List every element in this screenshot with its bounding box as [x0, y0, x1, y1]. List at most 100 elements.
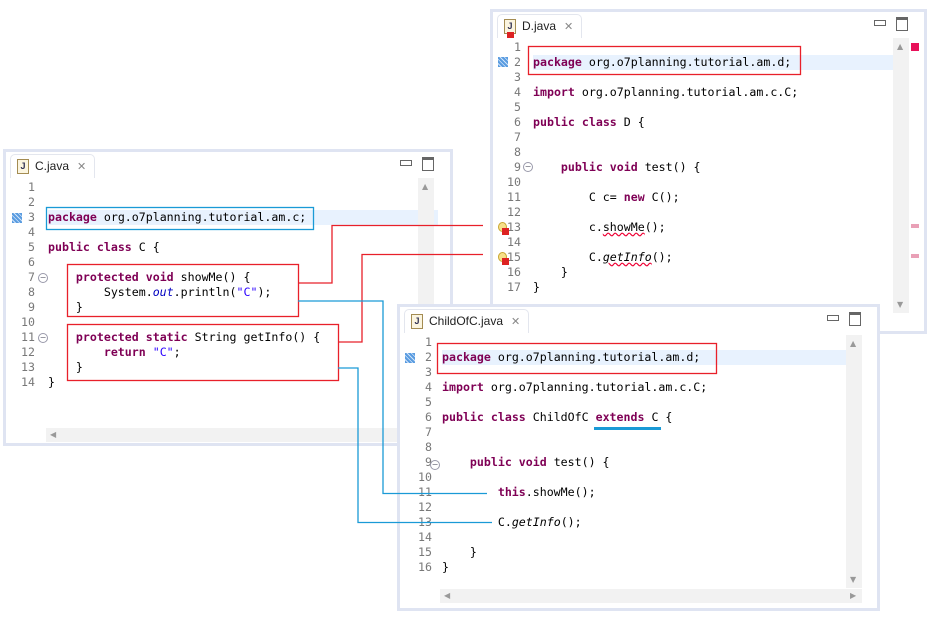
- code-line[interactable]: [533, 205, 893, 220]
- code-token: public: [469, 455, 512, 469]
- line-number: 2: [28, 195, 35, 209]
- code-line[interactable]: C.getInfo();: [533, 250, 893, 265]
- code-line[interactable]: [533, 100, 893, 115]
- code-line[interactable]: C.getInfo();: [442, 515, 846, 530]
- line-number: 8: [28, 285, 35, 299]
- error-quickfix-icon[interactable]: [498, 252, 510, 265]
- code-line[interactable]: public class ChildOfC extends C {: [442, 410, 846, 425]
- code-line[interactable]: }: [48, 375, 438, 390]
- code-line[interactable]: [533, 70, 893, 85]
- code-line[interactable]: this.showMe();: [442, 485, 846, 500]
- code-line[interactable]: [442, 440, 846, 455]
- code-line[interactable]: [533, 40, 893, 55]
- code-line[interactable]: [48, 225, 438, 240]
- code-line[interactable]: return "C";: [48, 345, 438, 360]
- code-line[interactable]: [442, 425, 846, 440]
- code-token: protected: [75, 330, 139, 344]
- code-line[interactable]: C c= new C();: [533, 190, 893, 205]
- fold-collapse-icon[interactable]: −: [38, 333, 48, 343]
- maximize-button[interactable]: [896, 17, 908, 31]
- code-token: [533, 160, 561, 174]
- fold-collapse-icon[interactable]: −: [38, 273, 48, 283]
- code-line[interactable]: [442, 500, 846, 515]
- horizontal-scrollbar[interactable]: ◀: [46, 428, 436, 442]
- code-line[interactable]: import org.o7planning.tutorial.am.c.C;: [533, 85, 893, 100]
- code-line[interactable]: [442, 365, 846, 380]
- code-line[interactable]: protected static String getInfo() {: [48, 330, 438, 345]
- line-number: 4: [425, 380, 432, 394]
- code-line[interactable]: [442, 470, 846, 485]
- code-token: extends: [595, 410, 645, 424]
- error-ruler-mark[interactable]: [911, 224, 919, 228]
- fold-collapse-icon[interactable]: −: [523, 162, 533, 172]
- code-line[interactable]: public class C {: [48, 240, 438, 255]
- error-indicator-icon: [911, 43, 919, 51]
- code-token: c.: [533, 220, 603, 234]
- code-line[interactable]: package org.o7planning.tutorial.am.c;: [48, 210, 438, 225]
- code-line[interactable]: }: [442, 545, 846, 560]
- code-line[interactable]: import org.o7planning.tutorial.am.c.C;: [442, 380, 846, 395]
- code-line[interactable]: [48, 315, 438, 330]
- minimize-button[interactable]: [874, 20, 886, 26]
- code-line[interactable]: [442, 530, 846, 545]
- overview-ruler[interactable]: [910, 38, 922, 313]
- line-number: 1: [28, 180, 35, 194]
- fold-collapse-icon[interactable]: −: [430, 460, 440, 470]
- line-number: 15: [507, 250, 521, 264]
- code-line[interactable]: [533, 235, 893, 250]
- code-line[interactable]: public class D {: [533, 115, 893, 130]
- code-line[interactable]: [48, 180, 438, 195]
- vertical-scrollbar[interactable]: ▲▼: [846, 335, 862, 588]
- tab-title: C.java: [35, 159, 70, 173]
- code-token: [442, 485, 498, 499]
- line-number: 14: [507, 235, 521, 249]
- code-line[interactable]: public void test() {: [533, 160, 893, 175]
- code-line[interactable]: protected void showMe() {: [48, 270, 438, 285]
- code-line[interactable]: public void test() {: [442, 455, 846, 470]
- code-token: [48, 345, 104, 359]
- line-number: 13: [418, 515, 432, 529]
- close-icon[interactable]: ✕: [511, 316, 521, 328]
- line-number: 16: [418, 560, 432, 574]
- minimize-button[interactable]: [400, 160, 412, 166]
- error-quickfix-icon[interactable]: [498, 222, 510, 235]
- line-number: 9: [514, 160, 521, 174]
- line-number: 5: [514, 100, 521, 114]
- line-number: 12: [21, 345, 35, 359]
- code-line[interactable]: }: [48, 360, 438, 375]
- code-token: [48, 270, 76, 284]
- code-line[interactable]: System.out.println("C");: [48, 285, 438, 300]
- code-line[interactable]: }: [442, 560, 846, 575]
- minimize-button[interactable]: [827, 315, 839, 321]
- code-line[interactable]: c.showMe();: [533, 220, 893, 235]
- horizontal-scrollbar[interactable]: ◀▶: [440, 589, 862, 603]
- code-line[interactable]: }: [533, 265, 893, 280]
- maximize-button[interactable]: [849, 312, 861, 326]
- code-token: getInfo: [511, 515, 561, 529]
- code-line[interactable]: [442, 395, 846, 410]
- code-line[interactable]: package org.o7planning.tutorial.am.d;: [533, 55, 893, 70]
- code-line[interactable]: [533, 175, 893, 190]
- close-icon[interactable]: ✕: [564, 21, 574, 33]
- code-line[interactable]: package org.o7planning.tutorial.am.d;: [442, 350, 846, 365]
- code-line[interactable]: [48, 195, 438, 210]
- code-token: org.o7planning.tutorial.am.c;: [96, 210, 307, 224]
- code-line[interactable]: [442, 335, 846, 350]
- close-icon[interactable]: ✕: [77, 161, 87, 173]
- vertical-scrollbar[interactable]: ▲▼: [893, 38, 909, 313]
- code-line[interactable]: }: [533, 280, 893, 295]
- code-line[interactable]: [533, 130, 893, 145]
- maximize-button[interactable]: [422, 157, 434, 171]
- code-line[interactable]: }: [48, 300, 438, 315]
- error-ruler-mark[interactable]: [911, 254, 919, 258]
- code-line[interactable]: [48, 255, 438, 270]
- code-line[interactable]: [533, 145, 893, 160]
